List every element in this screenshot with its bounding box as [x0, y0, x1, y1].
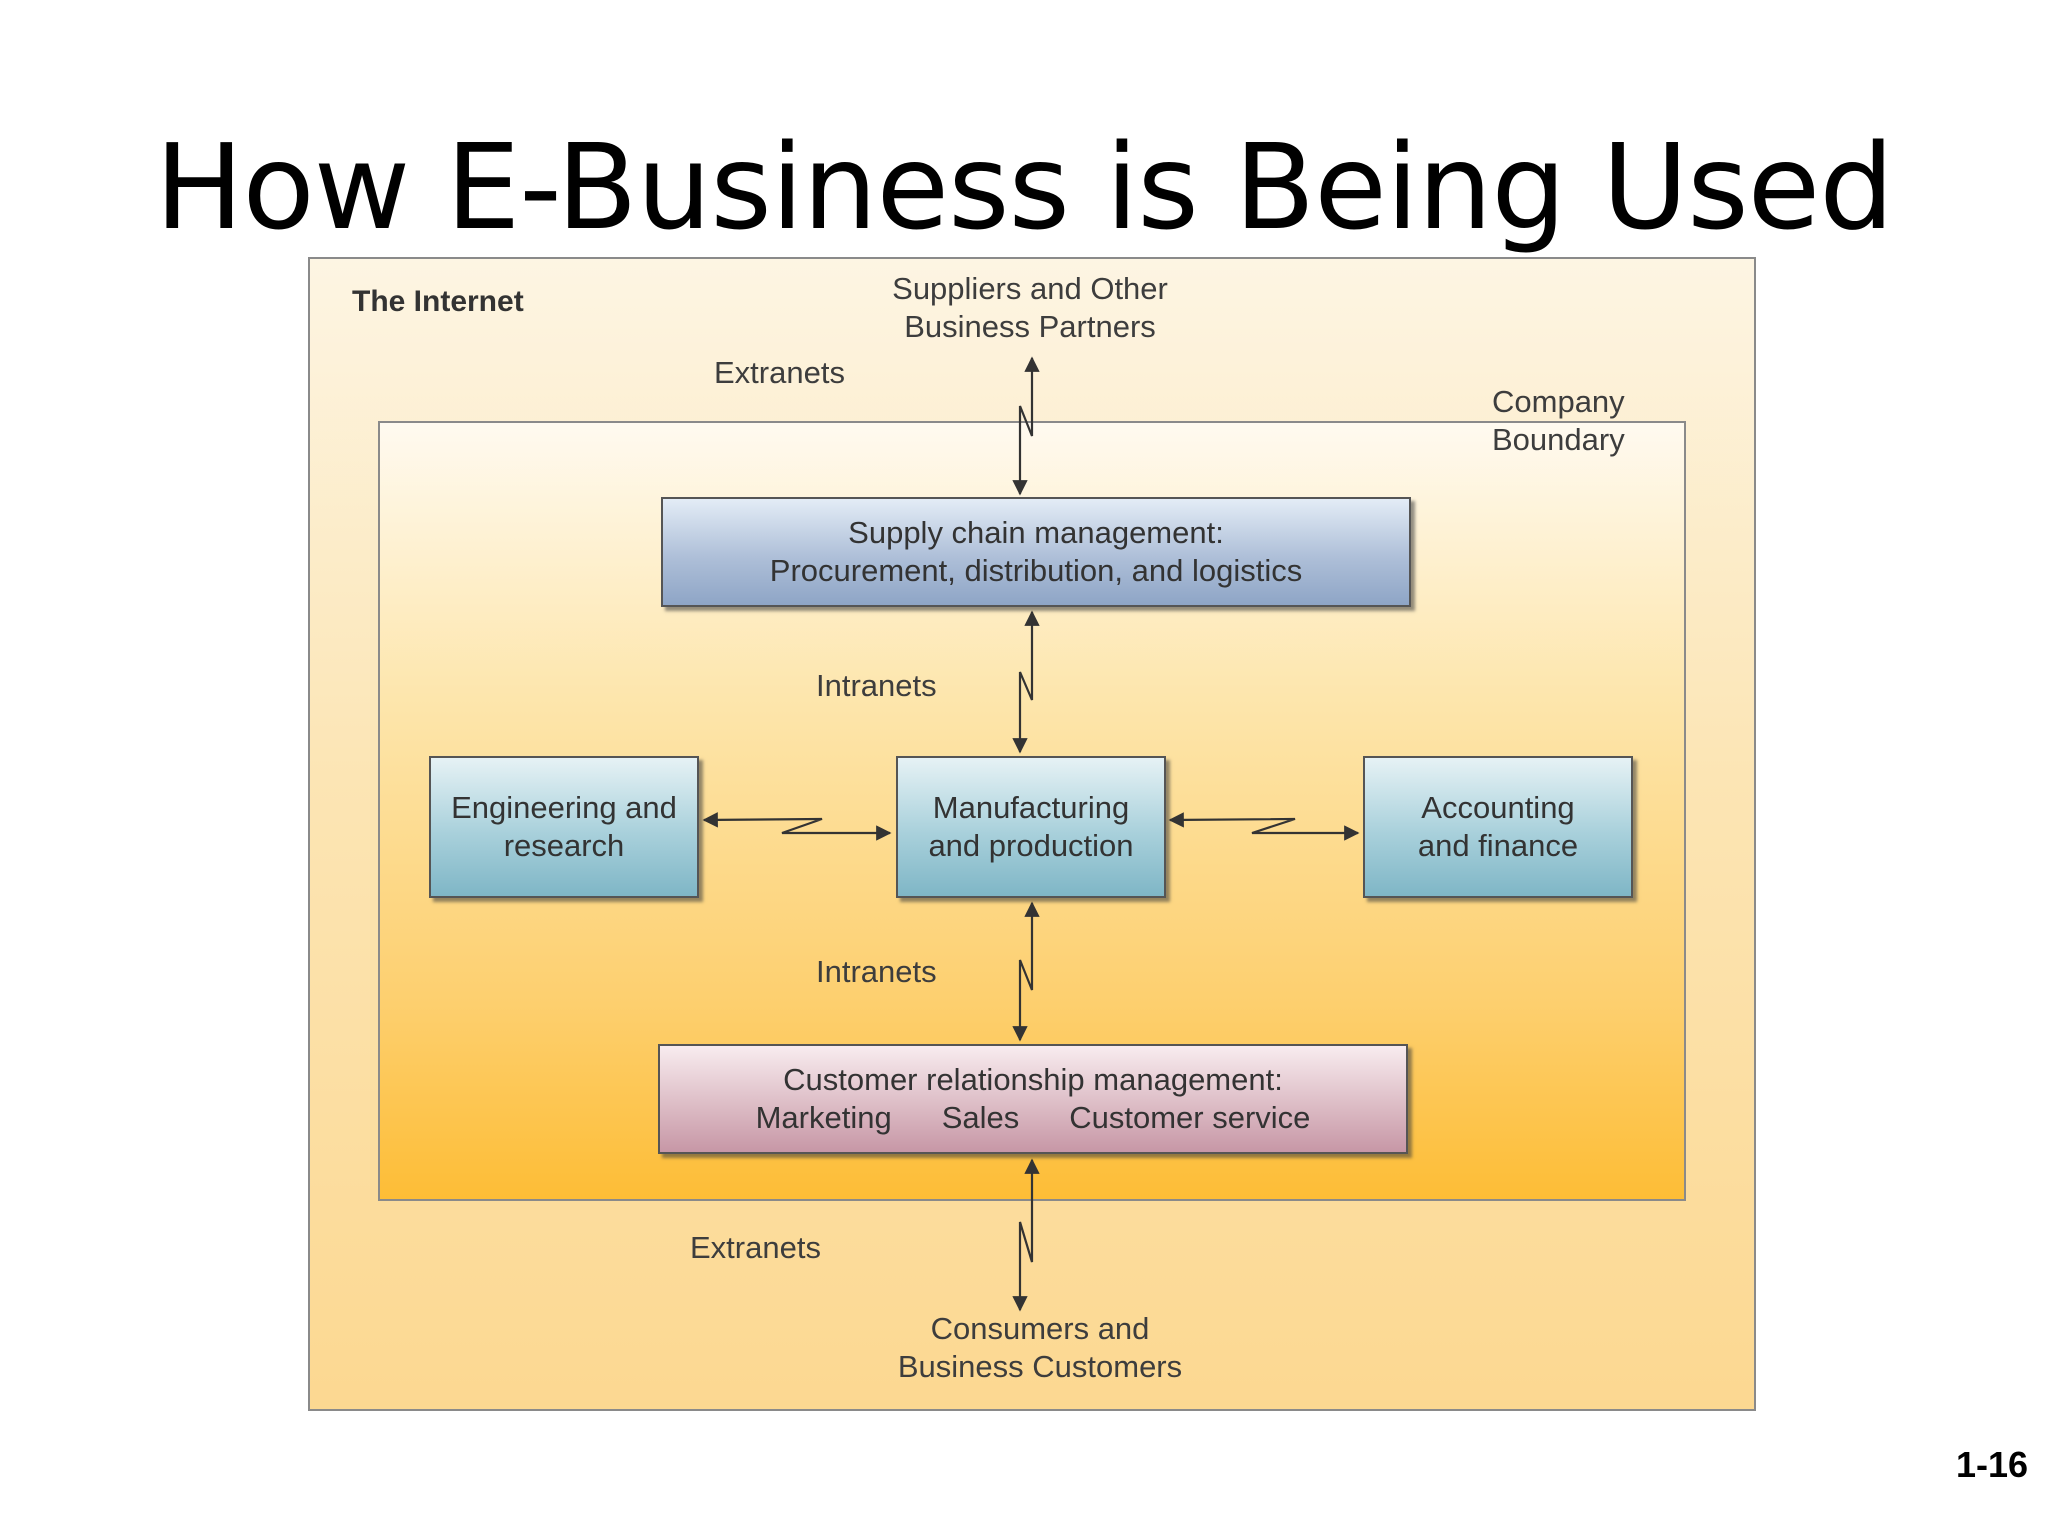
- consumers-label: Consumers and Business Customers: [897, 1311, 1183, 1384]
- crm-item-customer-service: Customer service: [1069, 1100, 1311, 1135]
- intranets-bottom-label: Intranets: [816, 954, 937, 989]
- engineering-research-box: Engineering and research: [429, 756, 699, 898]
- slide-title: How E-Business is Being Used: [154, 118, 1894, 256]
- supply-chain-management-box: Supply chain management: Procurement, di…: [661, 497, 1411, 607]
- manufacturing-accounting-connector: [1168, 812, 1360, 841]
- crm-item-sales: Sales: [941, 1100, 1020, 1135]
- accounting-finance-box: Accounting and finance: [1363, 756, 1633, 898]
- intranet-bottom-connector: [1012, 901, 1040, 1042]
- crm-item-marketing: Marketing: [755, 1100, 892, 1135]
- extranets-bottom-label: Extranets: [690, 1230, 821, 1265]
- intranet-top-connector: [1012, 610, 1040, 754]
- intranets-top-label: Intranets: [816, 668, 937, 703]
- customer-relationship-management-box: Customer relationship management: Market…: [658, 1044, 1408, 1154]
- manufacturing-production-box: Manufacturing and production: [896, 756, 1166, 898]
- extranet-bottom-connector: [1012, 1158, 1040, 1312]
- engineering-manufacturing-connector: [702, 812, 892, 841]
- extranets-top-label: Extranets: [714, 355, 845, 390]
- crm-items: Marketing Sales Customer service: [731, 1099, 1336, 1137]
- extranet-top-connector: [1012, 356, 1040, 496]
- company-boundary-label: Company Boundary: [1492, 384, 1625, 457]
- suppliers-label: Suppliers and Other Business Partners: [892, 271, 1168, 344]
- page-number: 1-16: [1955, 1444, 2028, 1485]
- internet-label: The Internet: [352, 285, 524, 318]
